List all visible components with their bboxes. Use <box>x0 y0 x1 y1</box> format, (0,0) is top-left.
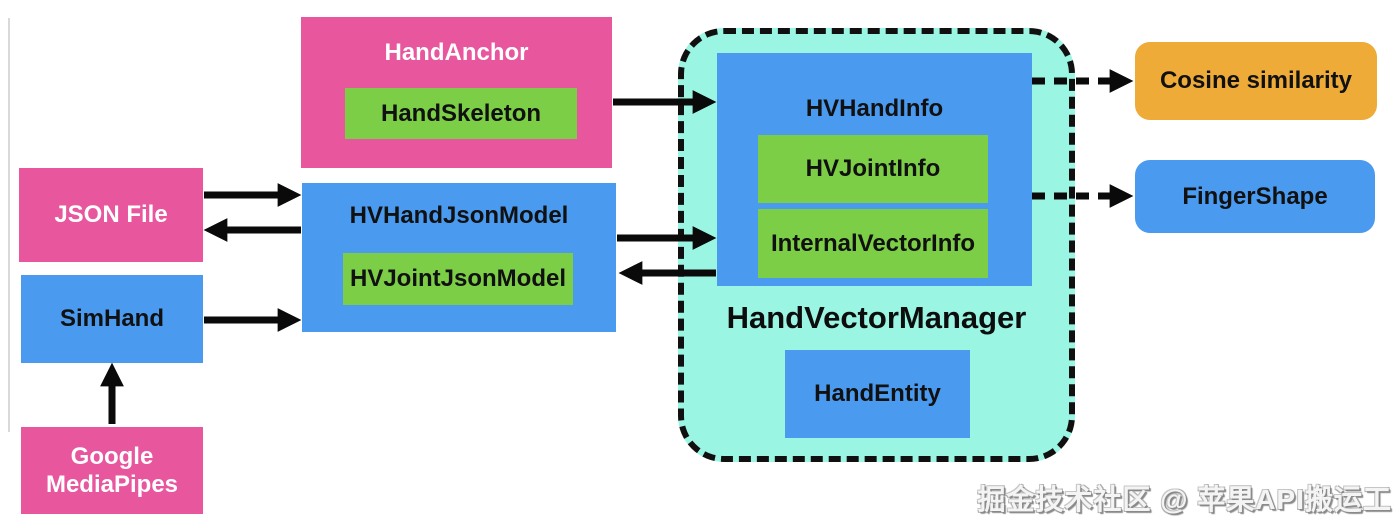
hand-anchor-label: HandAnchor <box>384 39 529 66</box>
node-google-mediapipes: Google MediaPipes <box>21 427 203 514</box>
node-finger-shape: FingerShape <box>1135 160 1375 233</box>
node-hv-hand-info: HVHandInfo HVJointInfo InternalVectorInf… <box>717 53 1032 286</box>
hand-skeleton-label: HandSkeleton <box>380 99 542 127</box>
internal-vector-info-label: InternalVectorInfo <box>770 229 976 257</box>
node-internal-vector-info: InternalVectorInfo <box>758 209 988 278</box>
hv-hand-json-model-label: HVHandJsonModel <box>349 202 569 229</box>
node-hv-joint-json-model: HVJointJsonModel <box>343 253 573 305</box>
finger-shape-label: FingerShape <box>1182 182 1328 210</box>
node-hv-joint-info: HVJointInfo <box>758 135 988 203</box>
hv-hand-info-label: HVHandInfo <box>805 95 944 122</box>
watermark-text: 掘金技术社区 @ 苹果API搬运工 <box>977 484 1392 515</box>
screen-edge-line <box>8 18 10 432</box>
json-file-label: JSON File <box>54 201 168 229</box>
hv-joint-info-label: HVJointInfo <box>805 155 941 183</box>
google-mediapipes-label: Google MediaPipes <box>45 442 179 498</box>
node-hand-skeleton: HandSkeleton <box>345 88 577 139</box>
node-hv-hand-json-model: HVHandJsonModel HVJointJsonModel <box>302 183 616 332</box>
node-hand-entity: HandEntity <box>785 350 970 438</box>
node-hand-vector-manager: HVHandInfo HVJointInfo InternalVectorInf… <box>678 28 1075 462</box>
hand-entity-label: HandEntity <box>814 380 941 408</box>
node-cosine-similarity: Cosine similarity <box>1135 42 1377 120</box>
cosine-similarity-label: Cosine similarity <box>1159 67 1353 95</box>
sim-hand-label: SimHand <box>59 305 164 333</box>
node-json-file: JSON File <box>19 168 203 262</box>
hand-vector-manager-label: HandVectorManager <box>726 300 1027 335</box>
hv-joint-json-model-label: HVJointJsonModel <box>349 265 566 293</box>
node-sim-hand: SimHand <box>21 275 203 363</box>
node-hand-anchor: HandAnchor HandSkeleton <box>301 17 612 168</box>
